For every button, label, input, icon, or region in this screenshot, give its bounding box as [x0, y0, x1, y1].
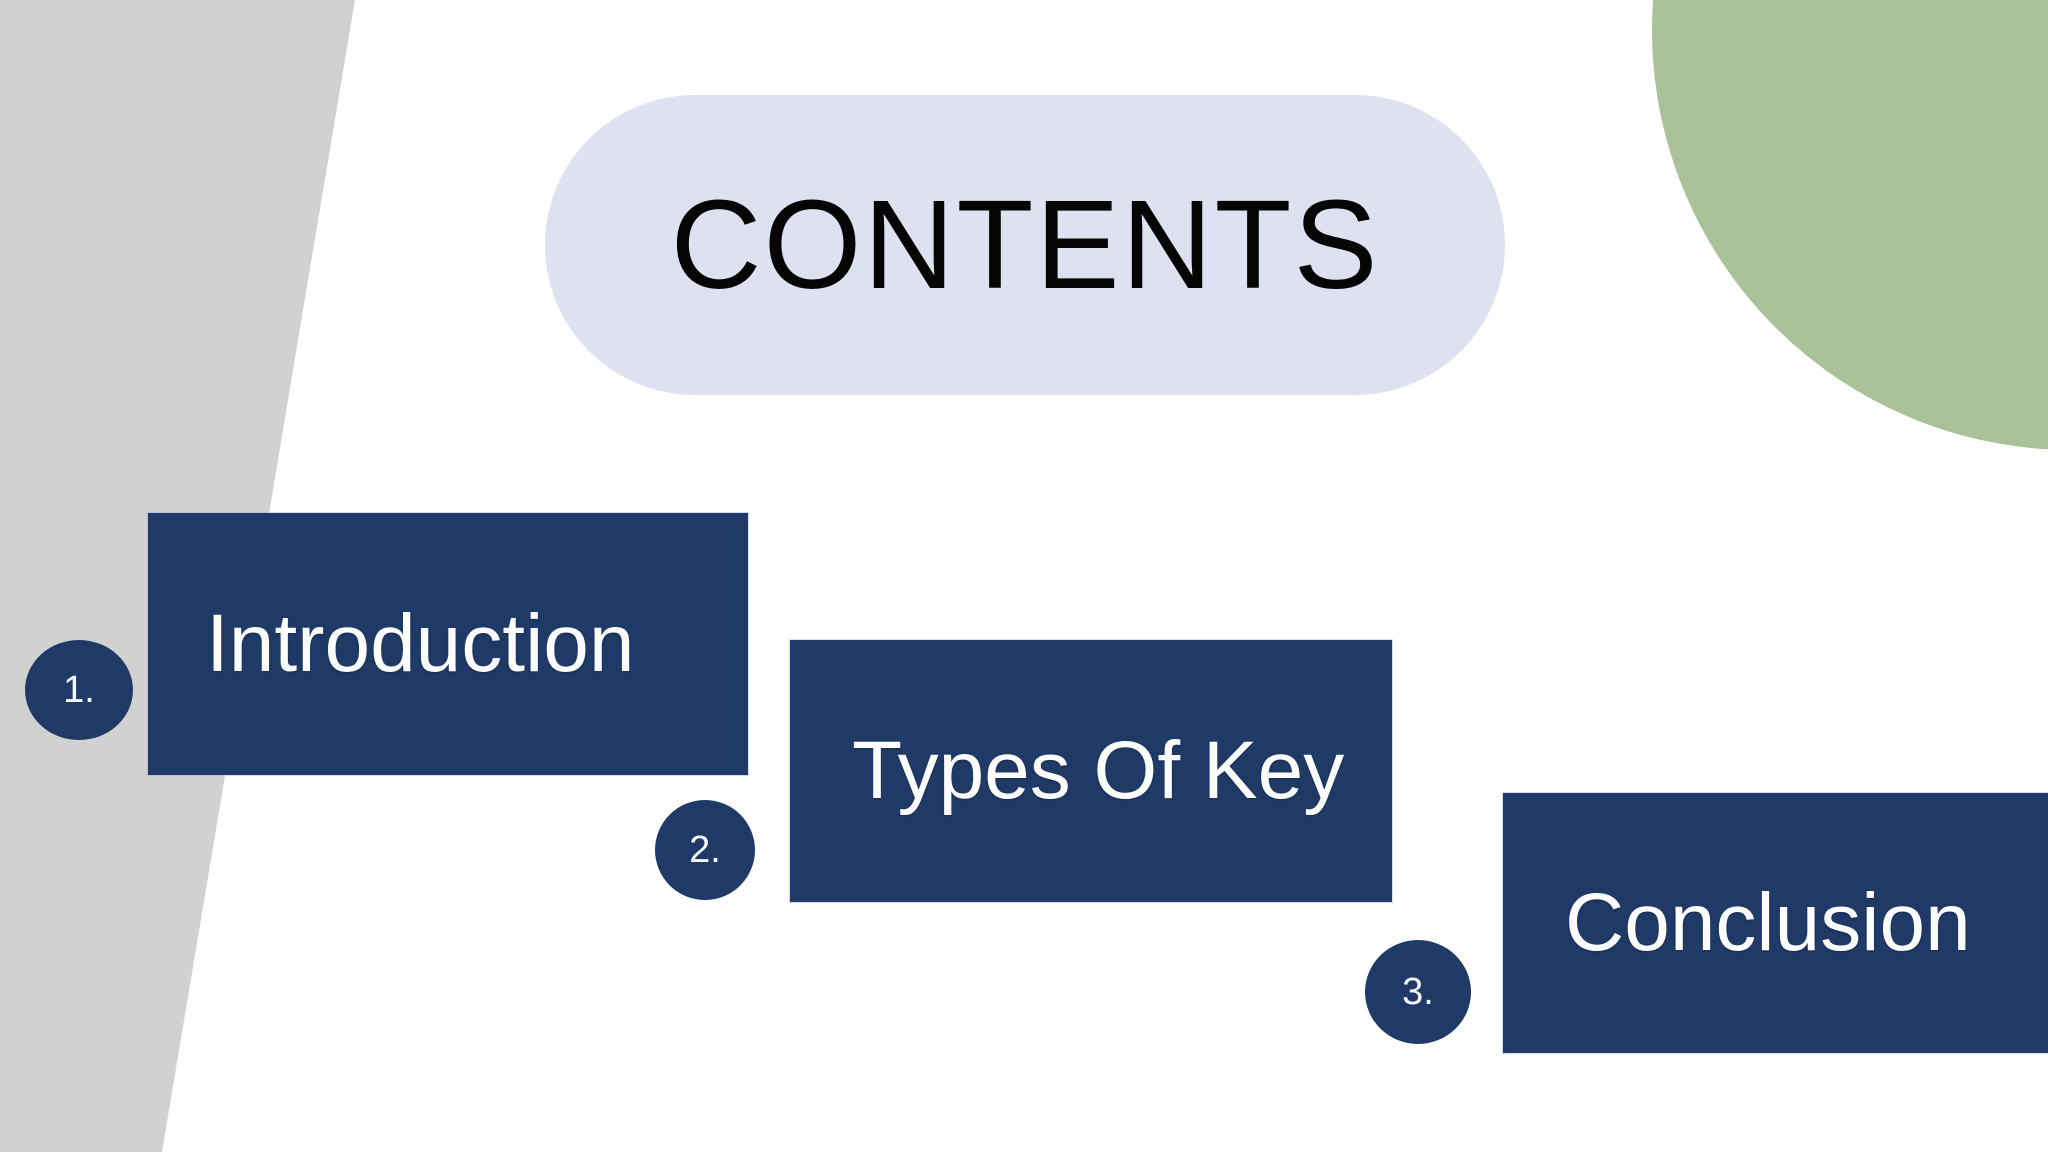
contents-item-number-badge-1[interactable]: 1. [25, 640, 133, 740]
top-right-green-circle-shape [1652, 0, 2048, 450]
title-pill: CONTENTS [545, 95, 1505, 395]
contents-item-number-badge-3[interactable]: 3. [1365, 940, 1471, 1044]
contents-item-number-badge-2[interactable]: 2. [655, 800, 755, 900]
contents-item-number-3: 3. [1402, 971, 1434, 1013]
contents-item-number-1: 1. [63, 669, 95, 711]
contents-item-label-introduction: Introduction [206, 598, 635, 689]
contents-item-label-types-of-key: Types Of Key [852, 725, 1345, 816]
contents-item-conclusion[interactable]: Conclusion [1503, 793, 2048, 1053]
contents-item-types-of-key[interactable]: Types Of Key [790, 640, 1392, 902]
page-title: CONTENTS [670, 174, 1380, 315]
contents-item-number-2: 2. [689, 829, 721, 871]
contents-item-label-conclusion: Conclusion [1565, 877, 1971, 968]
contents-item-introduction[interactable]: Introduction [148, 513, 748, 775]
